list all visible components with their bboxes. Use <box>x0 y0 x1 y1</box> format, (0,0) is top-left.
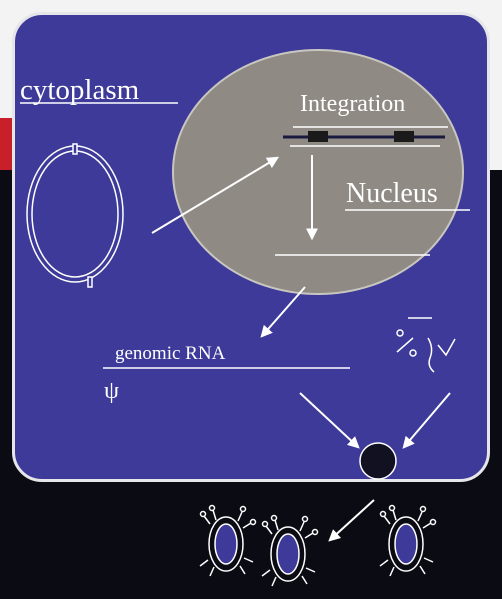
nucleus-label: Nucleus <box>346 178 438 209</box>
virion-1 <box>199 504 257 577</box>
virion-3 <box>379 504 437 577</box>
arrow-to-genomic-rna <box>260 286 306 338</box>
psi-symbol: ψ <box>104 378 120 404</box>
genomic-rna-label: genomic RNA <box>115 343 226 364</box>
arrow-plasmid-to-nucleus <box>151 156 280 234</box>
integration-dna <box>283 126 448 147</box>
arrow-particle-to-virions <box>328 499 375 542</box>
arrow-rna-to-particle <box>299 392 360 449</box>
plasmid-icon <box>26 143 124 288</box>
nucleus-ellipse <box>172 49 464 295</box>
virion-2 <box>261 514 319 587</box>
arrow-proteins-to-particle <box>402 392 451 449</box>
red-accent-strip <box>0 118 12 170</box>
cytoplasm-label: cytoplasm <box>20 74 140 106</box>
viral-proteins-icon <box>396 317 456 373</box>
integration-label: Integration <box>300 91 406 117</box>
assembly-particle <box>359 442 397 480</box>
